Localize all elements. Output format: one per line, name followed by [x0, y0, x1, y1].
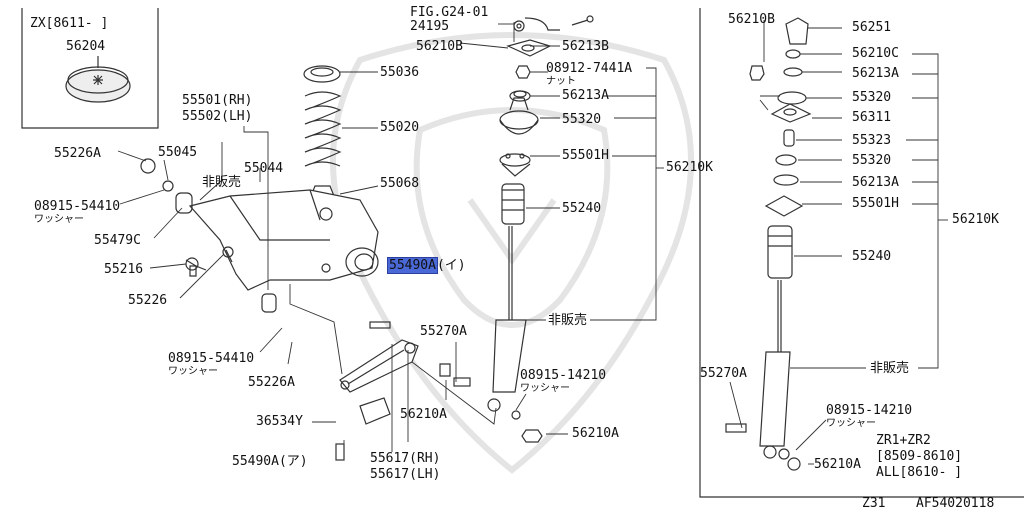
washer-center[interactable] [511, 410, 521, 420]
part-label-55068[interactable]: 55068 [380, 176, 420, 191]
part-label-55044[interactable]: 55044 [244, 161, 284, 176]
label-nut: ナット [546, 76, 576, 87]
inset-applicability: ZX[8611- ] [30, 16, 109, 31]
part-label-55617LH[interactable]: 55617(LH) [370, 467, 441, 482]
part-label-36534Y[interactable]: 36534Y [256, 414, 303, 429]
part-label-56251[interactable]: 56251 [852, 20, 892, 35]
part-label-56210B-right[interactable]: 56210B [728, 12, 775, 27]
part-label-08915-14210-center[interactable]: 08915-14210 [520, 368, 607, 383]
part-label-56204[interactable]: 56204 [66, 39, 106, 54]
part-label-08915-14210-right[interactable]: 08915-14210 [826, 403, 913, 418]
part-label-56213A-right-1[interactable]: 56213A [852, 66, 899, 81]
part-label-56210A-middle[interactable]: 56210A [400, 407, 447, 422]
part-label-55020[interactable]: 55020 [380, 120, 420, 135]
part-label-55226A-bottom[interactable]: 55226A [248, 375, 295, 390]
part-label-55320-right-1[interactable]: 55320 [852, 90, 892, 105]
inset-border [21, 8, 159, 129]
label-not-for-sale-3: 非販売 [870, 361, 910, 376]
part-label-55501H-right[interactable]: 55501H [852, 196, 899, 211]
suspension-arm[interactable] [140, 158, 379, 313]
nut-56210A-center[interactable] [521, 429, 543, 443]
label-washer-a: ワッシャー [34, 214, 84, 225]
right-box-border [699, 8, 1024, 498]
part-label-55226[interactable]: 55226 [128, 293, 168, 308]
part-label-56213B[interactable]: 56213B [562, 39, 609, 54]
part-label-55045[interactable]: 55045 [158, 145, 198, 160]
part-label-56210K-center[interactable]: 56210K [666, 160, 713, 175]
footer-model: Z31 [862, 496, 886, 510]
part-label-55036[interactable]: 55036 [380, 65, 420, 80]
part-label-08912-7441A[interactable]: 08912-7441A [546, 61, 633, 76]
label-not-for-sale-2: 非販売 [548, 313, 588, 328]
footer-diagram-code: AF54020118 [916, 496, 995, 510]
note-date-range-2: ALL[8610- ] [876, 465, 963, 480]
label-not-for-sale-1: 非販売 [202, 175, 242, 190]
lower-link[interactable] [335, 321, 471, 461]
part-label-56213A-center[interactable]: 56213A [562, 88, 609, 103]
part-56204-cap[interactable] [65, 56, 131, 103]
part-label-55320-right-2[interactable]: 55320 [852, 153, 892, 168]
part-label-56210A-right[interactable]: 56210A [814, 457, 861, 472]
part-label-08915-54410-bottom[interactable]: 08915-54410 [168, 351, 255, 366]
note-models: ZR1+ZR2 [876, 433, 931, 448]
part-label-55226A-left[interactable]: 55226A [54, 146, 101, 161]
part-label-56213A-right-2[interactable]: 56213A [852, 175, 899, 190]
part-label-55270A-right[interactable]: 55270A [700, 366, 747, 381]
fig-reference[interactable]: FIG.G24-01 [410, 5, 489, 20]
right-strut-assembly[interactable] [725, 17, 812, 471]
part-label-24195[interactable]: 24195 [410, 19, 450, 34]
part-label-55240-right[interactable]: 55240 [852, 249, 892, 264]
leader-lines [117, 20, 948, 465]
label-washer-b: ワッシャー [168, 366, 218, 377]
part-label-55479C[interactable]: 55479C [94, 233, 141, 248]
part-label-55490A-highlighted[interactable]: 55490A(イ) [387, 257, 466, 274]
part-suffix-i: (イ) [436, 258, 466, 273]
part-label-56311[interactable]: 56311 [852, 110, 892, 125]
part-label-56210C[interactable]: 56210C [852, 46, 899, 61]
part-label-55240-center[interactable]: 55240 [562, 201, 602, 216]
label-washer-r: ワッシャー [826, 418, 876, 429]
part-label-56210A-center[interactable]: 56210A [572, 426, 619, 441]
part-label-55502LH[interactable]: 55502(LH) [182, 109, 253, 124]
part-label-56210K-right[interactable]: 56210K [952, 212, 999, 227]
note-date-range-1: [8509-8610] [876, 449, 963, 464]
part-label-55501RH[interactable]: 55501(RH) [182, 93, 253, 108]
label-washer-c: ワッシャー [520, 383, 570, 394]
highlighted-part-number[interactable]: 55490A [387, 257, 438, 274]
part-label-55320-center[interactable]: 55320 [562, 112, 602, 127]
part-label-08915-54410-top[interactable]: 08915-54410 [34, 199, 121, 214]
part-label-55216[interactable]: 55216 [104, 262, 144, 277]
part-label-55323[interactable]: 55323 [852, 133, 892, 148]
part-label-55501H-center[interactable]: 55501H [562, 148, 609, 163]
part-label-56210B-center[interactable]: 56210B [416, 39, 463, 54]
bolt-55216[interactable] [189, 265, 197, 277]
part-label-55270A-center[interactable]: 55270A [420, 324, 467, 339]
part-label-55617RH[interactable]: 55617(RH) [370, 451, 441, 466]
part-label-55490A-a[interactable]: 55490A(ア) [232, 454, 308, 469]
